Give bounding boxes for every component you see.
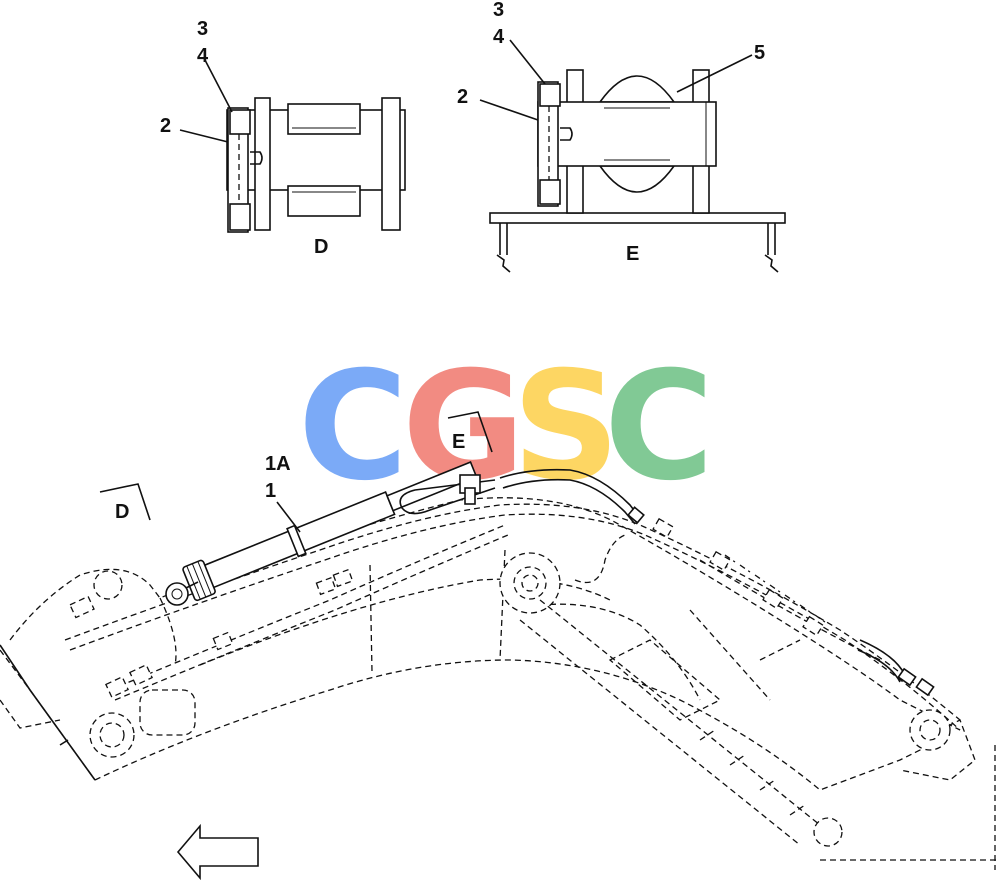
e-leader-5 xyxy=(676,54,753,93)
view-e-arrow xyxy=(447,411,493,453)
watermark-letter-4: C xyxy=(604,340,714,514)
d-right-boss xyxy=(381,97,401,231)
e-label-4: 4 xyxy=(493,26,505,48)
part-1-callout: 1A 1 xyxy=(265,453,301,533)
d-caption: D xyxy=(314,236,328,258)
d-label-3: 3 xyxy=(197,18,208,40)
cylinder-end-eye xyxy=(165,582,189,606)
boom-web-lines xyxy=(159,549,506,673)
boom-pins xyxy=(89,552,951,847)
view-d-label: D xyxy=(115,501,129,523)
e-lower-spherical-bearing xyxy=(598,165,676,193)
hose-line-4 xyxy=(114,534,509,701)
view-marker-e: E xyxy=(447,411,493,453)
boom-side-plates xyxy=(539,603,801,701)
e-lock-plate xyxy=(537,81,559,207)
label-1: 1 xyxy=(265,480,276,502)
e-shaft xyxy=(537,101,717,167)
e-caption: E xyxy=(626,243,639,265)
leader-1 xyxy=(276,501,301,533)
boom-bottom-edge xyxy=(94,659,951,791)
hose-coupler-1 xyxy=(627,506,645,524)
e-leader-3-4 xyxy=(509,39,546,85)
view-e-label: E xyxy=(452,431,465,453)
e-grease-fitting xyxy=(560,127,573,141)
direction-arrow-icon xyxy=(176,823,259,880)
e-bottom-bolt xyxy=(539,179,561,205)
cylinder-rod xyxy=(386,461,478,512)
boom-foot-pin xyxy=(89,712,135,758)
hose-line-5 xyxy=(699,559,881,661)
hose-loop xyxy=(399,479,496,515)
hose-fitting-stem xyxy=(464,487,476,505)
detail-view-d: 3 4 2 D xyxy=(160,18,406,258)
view-d-arrow xyxy=(99,483,151,521)
e-left-leg xyxy=(496,223,511,273)
arm-cylinder-clamps xyxy=(699,729,806,816)
arm-cylinder-body xyxy=(519,599,821,846)
d-upper-bushing xyxy=(287,103,361,135)
e-base-plate xyxy=(489,212,786,224)
d-leader-2 xyxy=(179,129,229,143)
hose-lines xyxy=(64,503,961,731)
boom-inner-line xyxy=(199,578,611,666)
hose-line-2 xyxy=(69,513,961,731)
hose-line-3 xyxy=(109,524,506,691)
e-label-2: 2 xyxy=(457,86,468,108)
hose-run xyxy=(499,468,641,525)
cylinder-band xyxy=(286,524,307,558)
hose-line-1 xyxy=(64,503,961,721)
e-right-leg xyxy=(764,223,779,273)
d-top-bolt xyxy=(229,109,251,135)
d-lock-plate xyxy=(227,107,249,233)
e-label-3: 3 xyxy=(493,0,504,21)
boom-top-edge xyxy=(9,497,961,731)
arm-cylinder xyxy=(519,534,1000,870)
boom-nose-pin xyxy=(909,709,951,751)
boom-cylinder-pin xyxy=(499,552,561,614)
d-label-2: 2 xyxy=(160,115,171,137)
hose-coupler-2 xyxy=(897,667,917,687)
label-1a: 1A xyxy=(265,453,291,475)
boom-foot-solid-edge xyxy=(0,644,96,781)
watermark-logo: C G S C xyxy=(298,340,714,514)
e-leader-2 xyxy=(479,99,539,121)
e-upper-spherical-bearing xyxy=(598,75,676,103)
d-lower-bushing xyxy=(287,185,361,217)
boom-foot-block xyxy=(139,689,196,736)
arm-joint-bracket xyxy=(899,719,976,781)
e-label-5: 5 xyxy=(754,42,765,64)
view-marker-d: D xyxy=(99,483,151,523)
arm-cylinder-head xyxy=(608,639,722,721)
d-bottom-bolt xyxy=(229,203,251,231)
d-grease-fitting xyxy=(250,151,263,165)
d-leader-3-4 xyxy=(204,59,233,113)
watermark-letter-3: S xyxy=(512,340,620,514)
hose-assembly xyxy=(399,468,935,697)
d-label-4: 4 xyxy=(197,45,209,67)
boom-solid-edges xyxy=(0,644,96,781)
arm-cylinder-pin xyxy=(813,817,843,847)
boom-outline xyxy=(0,497,976,791)
hose-coupler-3 xyxy=(915,677,935,697)
arm-base xyxy=(820,745,1000,870)
boom-upper-foot-pin xyxy=(93,570,123,600)
hose-guard-ticks xyxy=(724,554,826,623)
pilot-hose xyxy=(574,534,626,584)
detail-view-e: 3 4 2 5 E xyxy=(457,0,786,273)
part-1-cylinder xyxy=(165,461,478,606)
e-top-bolt xyxy=(539,83,561,107)
hose-clamps xyxy=(69,517,824,699)
watermark-letter-1: C xyxy=(298,340,408,514)
